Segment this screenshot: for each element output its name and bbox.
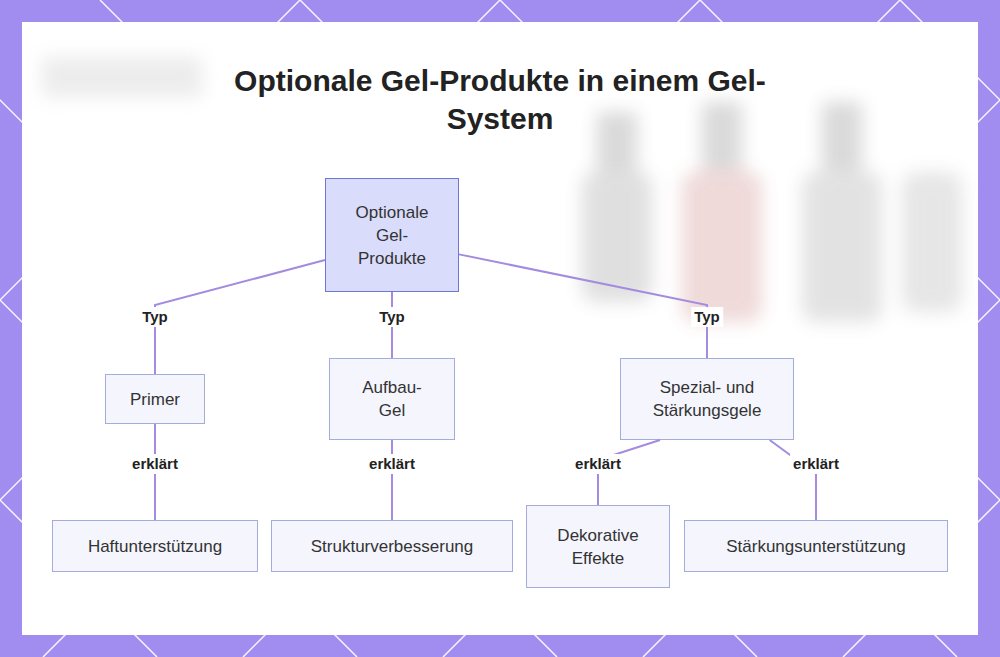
node-text: Strukturverbesserung bbox=[277, 535, 507, 558]
category-box: Primer bbox=[105, 374, 205, 424]
edge-label: erklärt bbox=[572, 454, 624, 474]
node-text: Aufbau-Gel bbox=[352, 376, 432, 422]
category-box: Aufbau-Gel bbox=[329, 358, 455, 440]
diagram-title: Optionale Gel-Produkte in einem Gel-Syst… bbox=[200, 62, 800, 138]
category-box: Dekorative Effekte bbox=[526, 505, 670, 588]
node-text: Spezial- und Stärkungsgele bbox=[632, 376, 782, 422]
edge-label: erklärt bbox=[366, 454, 418, 474]
node-text: Dekorative Effekte bbox=[548, 524, 648, 570]
category-box: Spezial- und Stärkungsgele bbox=[620, 358, 794, 440]
connector-line bbox=[155, 260, 325, 374]
category-box: Strukturverbesserung bbox=[271, 520, 513, 572]
category-box: Haftunterstützung bbox=[52, 520, 258, 572]
node-text: Optionale Gel-Produkte bbox=[342, 201, 442, 270]
category-box: Stärkungsunterstützung bbox=[684, 520, 948, 572]
edge-label: erklärt bbox=[129, 454, 181, 474]
connector-line bbox=[391, 440, 393, 520]
edge-label: Typ bbox=[691, 307, 723, 327]
node-text: Stärkungsunterstützung bbox=[691, 535, 941, 558]
edge-label: Typ bbox=[376, 307, 408, 327]
connector-line bbox=[770, 440, 816, 520]
edge-label: erklärt bbox=[790, 454, 842, 474]
node-text: Primer bbox=[110, 388, 200, 411]
connector-line bbox=[459, 254, 707, 358]
node-text: Haftunterstützung bbox=[60, 535, 250, 558]
root-box: Optionale Gel-Produkte bbox=[325, 178, 459, 292]
edge-label: Typ bbox=[139, 307, 171, 327]
